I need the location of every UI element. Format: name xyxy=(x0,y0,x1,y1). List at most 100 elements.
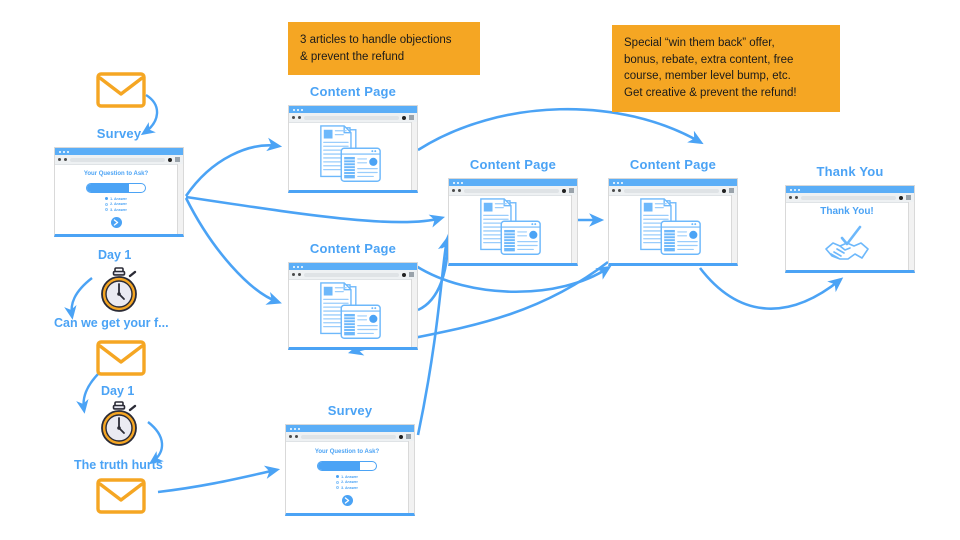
survey-answer-option[interactable]: 3. Answer xyxy=(105,208,127,212)
browser-window[interactable]: Your Question to Ask? 1. Answer 2. Answe… xyxy=(285,424,415,516)
survey-answer-option[interactable]: 2. Answer xyxy=(105,202,127,206)
chevron-right-icon[interactable] xyxy=(341,494,353,506)
back-icon[interactable] xyxy=(289,435,292,438)
survey-progress-bar xyxy=(86,182,146,193)
scrollbar[interactable] xyxy=(177,164,183,234)
node-content-page-4[interactable]: Content Page xyxy=(288,241,418,350)
browser-toolbar[interactable] xyxy=(55,155,183,165)
browser-toolbar[interactable] xyxy=(289,113,417,123)
forward-icon[interactable] xyxy=(458,189,461,192)
browser-toolbar[interactable] xyxy=(286,432,414,442)
back-icon[interactable] xyxy=(292,273,295,276)
forward-icon[interactable] xyxy=(298,116,301,119)
window-dot xyxy=(63,150,65,153)
documents-icon xyxy=(480,198,541,255)
radio-icon[interactable] xyxy=(105,208,109,211)
back-icon[interactable] xyxy=(612,189,615,192)
scrollbar[interactable] xyxy=(411,122,417,190)
answer-label: 1. Answer xyxy=(341,474,358,479)
browser-window[interactable] xyxy=(448,178,578,266)
window-dot xyxy=(621,181,623,184)
chevron-right-icon[interactable] xyxy=(110,216,122,228)
browser-toolbar[interactable] xyxy=(786,193,914,203)
browser-toolbar[interactable] xyxy=(289,270,417,280)
url-bar[interactable] xyxy=(70,157,165,162)
scrollbar[interactable] xyxy=(408,441,414,513)
thankyou-body: Thank You! xyxy=(786,202,908,270)
survey-answer-option[interactable]: 1. Answer xyxy=(105,197,127,201)
radio-icon[interactable] xyxy=(105,202,109,206)
window-dot xyxy=(298,427,300,430)
browser-window[interactable]: Your Question to Ask? 1. Answer 2. Answe… xyxy=(54,147,184,237)
radio-icon[interactable] xyxy=(105,197,109,200)
menu-icon[interactable] xyxy=(906,195,911,200)
scrollbar[interactable] xyxy=(908,202,914,270)
radio-icon[interactable] xyxy=(336,486,340,489)
back-icon[interactable] xyxy=(789,196,792,199)
menu-icon[interactable] xyxy=(729,188,734,193)
forward-icon[interactable] xyxy=(64,158,67,161)
browser-window[interactable] xyxy=(288,262,418,350)
forward-icon[interactable] xyxy=(295,435,298,438)
survey-answer-option[interactable]: 2. Answer xyxy=(336,480,358,484)
radio-icon[interactable] xyxy=(336,475,340,478)
account-icon[interactable] xyxy=(402,115,406,120)
arrow-survey-to-content-2 xyxy=(185,195,445,228)
node-content-page-1[interactable]: Content Page xyxy=(288,84,418,193)
node-label: Survey xyxy=(327,403,373,418)
url-bar[interactable] xyxy=(464,188,559,193)
stopwatch-icon xyxy=(94,266,144,321)
callout-line: & prevent the refund xyxy=(300,50,405,63)
window-dot xyxy=(453,181,455,184)
account-icon[interactable] xyxy=(402,272,406,277)
node-thank-you[interactable]: Thank You Thank You! xyxy=(785,164,915,273)
back-icon[interactable] xyxy=(452,189,455,192)
url-bar[interactable] xyxy=(301,434,396,439)
callout-line: 3 articles to handle objections xyxy=(300,34,452,46)
radio-icon[interactable] xyxy=(336,480,340,484)
survey-answer-option[interactable]: 1. Answer xyxy=(336,475,358,479)
scrollbar[interactable] xyxy=(571,195,577,263)
forward-icon[interactable] xyxy=(618,189,621,192)
node-content-page-2[interactable]: Content Page xyxy=(448,157,578,266)
back-icon[interactable] xyxy=(58,158,61,161)
browser-toolbar[interactable] xyxy=(609,186,737,196)
node-content-page-3[interactable]: Content Page xyxy=(608,157,738,266)
survey-answer-option[interactable]: 3. Answer xyxy=(336,486,358,490)
menu-icon[interactable] xyxy=(569,188,574,193)
account-icon[interactable] xyxy=(722,188,726,193)
account-icon[interactable] xyxy=(562,188,566,193)
arrow-to-subject-1 xyxy=(64,277,93,320)
account-icon[interactable] xyxy=(899,195,903,200)
node-survey-bottom[interactable]: Survey Your Question to Ask? 1. Answer xyxy=(285,403,415,516)
url-bar[interactable] xyxy=(304,115,399,120)
node-survey-top[interactable]: Survey Your Question to Ask? 1. Answer xyxy=(54,126,184,237)
account-icon[interactable] xyxy=(399,434,403,439)
menu-icon[interactable] xyxy=(409,272,414,277)
survey-answers: 1. Answer 2. Answer 3. Answer xyxy=(336,475,358,490)
callout-line: course, member level bump, etc. xyxy=(624,70,791,83)
thank-you-headline: Thank You! xyxy=(820,205,874,217)
menu-icon[interactable] xyxy=(175,157,180,162)
forward-icon[interactable] xyxy=(795,196,798,199)
survey-question: Your Question to Ask? xyxy=(314,448,380,455)
forward-icon[interactable] xyxy=(298,273,301,276)
menu-icon[interactable] xyxy=(409,115,414,120)
browser-window[interactable]: Thank You! xyxy=(785,185,915,273)
email-subject-2: The truth hurts xyxy=(74,458,163,472)
scrollbar[interactable] xyxy=(731,195,737,263)
menu-icon[interactable] xyxy=(406,434,411,439)
survey-progress-bar xyxy=(317,460,377,471)
scrollbar[interactable] xyxy=(411,279,417,347)
window-dot xyxy=(297,265,299,268)
url-bar[interactable] xyxy=(304,272,399,277)
url-bar[interactable] xyxy=(801,195,896,200)
back-icon[interactable] xyxy=(292,116,295,119)
account-icon[interactable] xyxy=(168,157,172,162)
browser-titlebar xyxy=(449,179,577,186)
browser-toolbar[interactable] xyxy=(449,186,577,196)
browser-window[interactable] xyxy=(608,178,738,266)
url-bar[interactable] xyxy=(624,188,719,193)
browser-window[interactable] xyxy=(288,105,418,193)
